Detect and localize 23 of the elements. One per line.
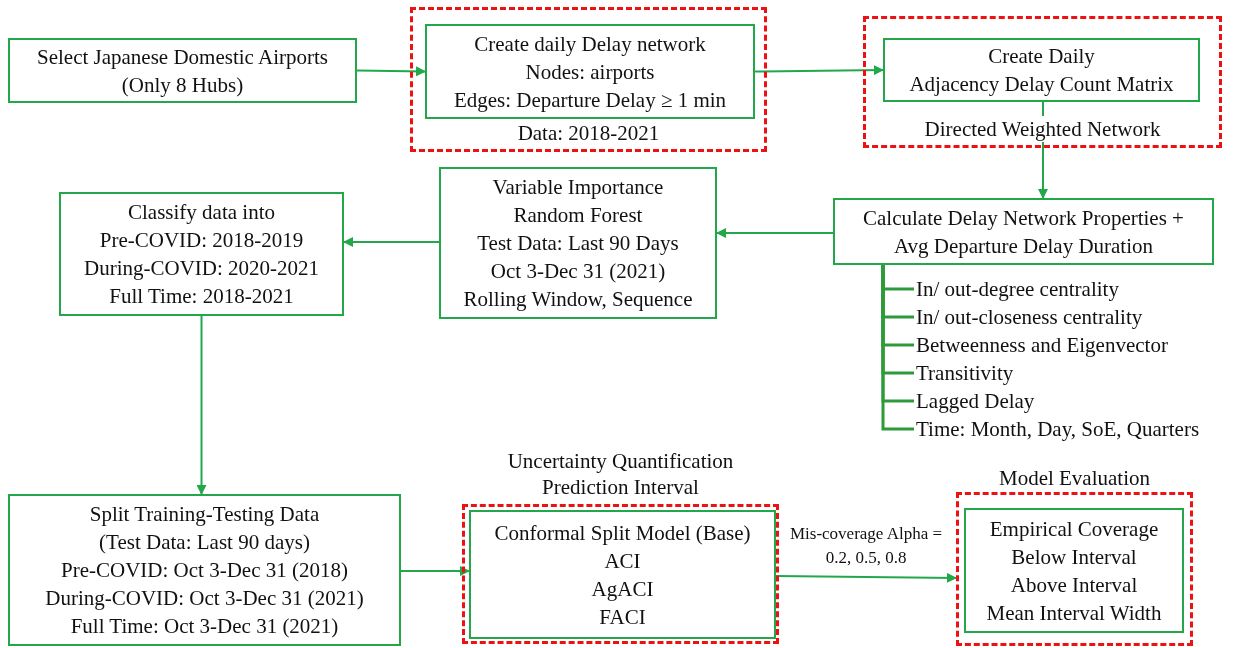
list-item: In/ out-degree centrality: [916, 276, 1120, 303]
process-box: Create Daily Adjacency Delay Count Matrix: [883, 38, 1200, 102]
arrow: [716, 228, 834, 238]
arrow: [356, 66, 426, 77]
process-box: Conformal Split Model (Base) ACI AgACI FACI: [469, 510, 776, 639]
process-box: Create daily Delay network Nodes: airports Edges: Departure Delay ≥ 1 min: [425, 24, 755, 119]
process-box: Select Japanese Domestic Airports (Only 8 Hubs): [8, 38, 357, 103]
arrow: [343, 237, 440, 247]
process-box: Variable Importance Random Forest Test Data: Last 90 Days Oct 3-Dec 31 (2021) Rolling Window, Sequence: [439, 167, 717, 319]
list-item: Betweenness and Eigenvector: [916, 332, 1169, 359]
process-box: Classify data into Pre-COVID: 2018-2019 During-COVID: 2020-2021 Full Time: 2018-2021: [59, 192, 344, 316]
list-item: Transitivity: [916, 360, 1015, 387]
list-item: Lagged Delay: [916, 388, 1036, 415]
list-item: In/ out-closeness centrality: [916, 304, 1144, 331]
list-item: Time: Month, Day, SoE, Quarters: [916, 416, 1201, 443]
process-box: Empirical Coverage Below Interval Above Interval Mean Interval Width: [964, 508, 1184, 633]
process-box: Split Training-Testing Data (Test Data: Last 90 days) Pre-COVID: Oct 3-Dec 31 (2018) During-COVID: Oct 3-Dec 31 (2021) Full Time: Oct 3-Dec 31 (2021): [8, 494, 401, 646]
arrow: [400, 566, 470, 576]
process-box: Calculate Delay Network Properties + Avg Departure Delay Duration: [833, 198, 1214, 265]
tree-connector: [881, 265, 914, 431]
arrow: [196, 315, 207, 495]
group-heading: Directed Weighted Network: [924, 116, 1161, 142]
arrow: [754, 65, 884, 76]
